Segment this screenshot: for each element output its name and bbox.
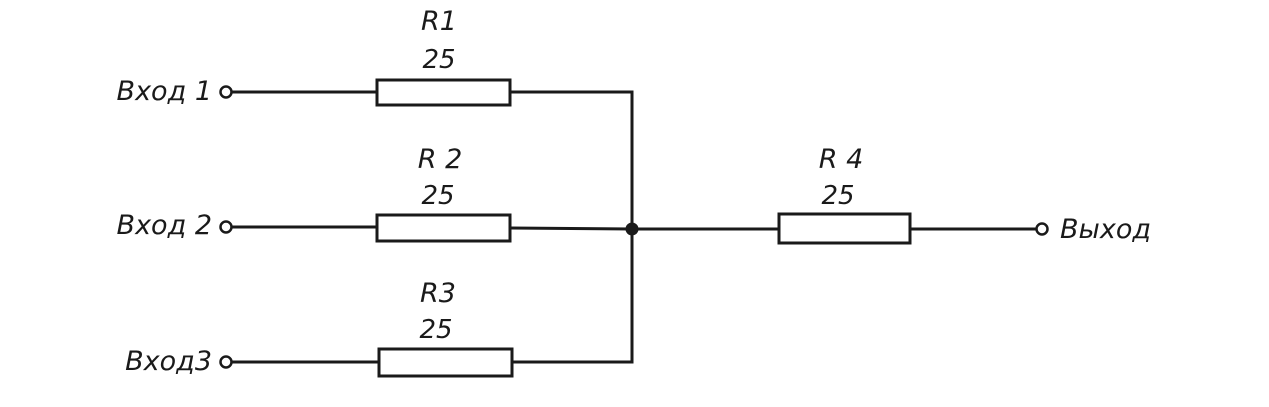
- resistor-r2-name: R 2: [418, 144, 463, 175]
- resistor-r4: [777, 212, 912, 245]
- resistor-r4-value: 25: [821, 181, 854, 211]
- resistor-r2: [375, 213, 512, 243]
- wire-r3-junction: [512, 229, 634, 364]
- output-terminal: [1035, 222, 1049, 236]
- resistor-r1-value: 25: [422, 45, 455, 75]
- resistor-r1: [375, 78, 512, 107]
- input-2-label: Вход 2: [117, 210, 212, 241]
- input-3-label: Вход3: [125, 346, 212, 377]
- resistor-r4-name: R 4: [819, 144, 864, 175]
- resistor-r1-name: R1: [421, 6, 457, 37]
- output-label: Выход: [1060, 214, 1151, 245]
- input-3-terminal: [219, 355, 233, 369]
- input-1-terminal: [219, 85, 233, 99]
- input-1-label: Вход 1: [117, 76, 212, 107]
- resistor-r3-name: R3: [420, 278, 456, 309]
- resistor-r2-value: 25: [421, 181, 454, 211]
- wire-r2-junction: [509, 226, 633, 231]
- resistor-r3-value: 25: [419, 315, 452, 345]
- wire-r1-junction: [510, 90, 634, 229]
- junction-node: [625, 222, 639, 236]
- resistor-r3: [377, 347, 514, 378]
- input-2-terminal: [219, 220, 233, 234]
